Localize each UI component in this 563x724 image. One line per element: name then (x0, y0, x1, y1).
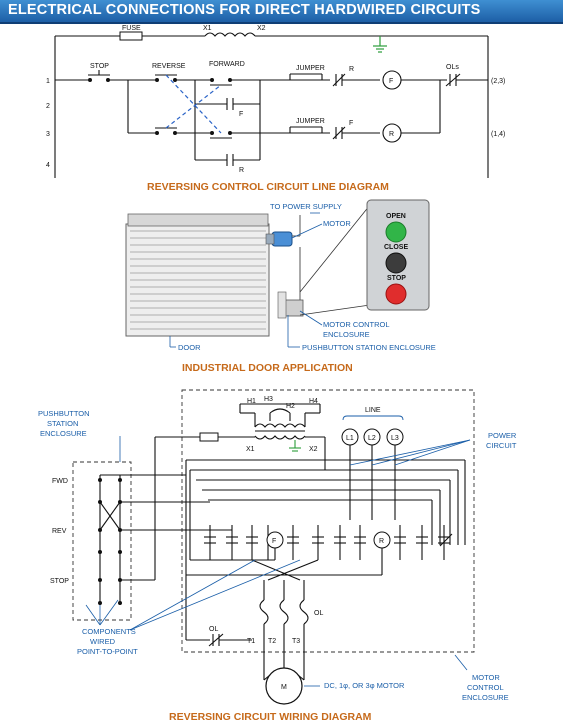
pushbutton-enclosure-label: PUSHBUTTON STATION ENCLOSURE (302, 343, 436, 352)
door-application: TO POWER SUPPLY MOTOR MOTOR CONTROL ENCL… (125, 199, 436, 374)
stop-label: STOP (90, 63, 109, 70)
l1-terminal-label: L1 (346, 435, 354, 442)
r-coil-wiring-label: R (379, 538, 384, 545)
t3-label: T3 (292, 638, 300, 645)
pushbutton-station-enclosure (72, 461, 132, 621)
jumper-label-2: JUMPER (296, 118, 325, 125)
l2-terminal-label: L2 (368, 435, 376, 442)
x2-wiring-label: X2 (309, 446, 318, 453)
ol-label: OL (209, 626, 218, 633)
door-application-caption: INDUSTRIAL DOOR APPLICATION (182, 362, 353, 374)
pb-enclosure-label-3: ENCLOSURE (40, 429, 87, 438)
r-aux-label: R (239, 167, 244, 174)
x1-label: X1 (203, 25, 212, 32)
h1-label: H1 (247, 398, 256, 405)
motor-label: MOTOR (323, 219, 351, 228)
r-coil-label: R (389, 131, 394, 138)
h3-label: H3 (264, 396, 273, 403)
ref-label-2: (1,4) (491, 131, 505, 138)
f-coil-wiring-label: F (272, 538, 276, 545)
to-power-supply-label: TO POWER SUPPLY (270, 202, 342, 211)
line-diagram: FUSE X1 X2 STOP REVERSE FORWARD JUMPER J… (46, 25, 505, 193)
mce-wiring-label-3: ENCLOSURE (462, 693, 509, 702)
pb-enclosure-label-1: PUSHBUTTON (38, 409, 90, 418)
door-label: DOOR (178, 343, 201, 352)
t1-label: T1 (247, 638, 255, 645)
line-number-4: 4 (46, 162, 50, 169)
motor-note-label: DC, 1φ, OR 3φ MOTOR (324, 681, 405, 690)
page-title: ELECTRICAL CONNECTIONS FOR DIRECT HARDWI… (8, 2, 481, 18)
mce-label-2: ENCLOSURE (323, 330, 370, 339)
stop-wiring-label: STOP (50, 578, 69, 585)
wiring-diagram: PUSHBUTTON STATION ENCLOSURE FWD REV STO… (38, 389, 517, 723)
line-number-1: 1 (46, 78, 50, 85)
line-number-3: 3 (46, 131, 50, 138)
rev-label: REV (52, 528, 67, 535)
components-label-2: WIRED (90, 637, 116, 646)
pb-enclosure-label-2: STATION (47, 419, 78, 428)
r-contact-label: R (349, 66, 354, 73)
mce-label-1: MOTOR CONTROL (323, 320, 390, 329)
components-label-3: POINT-TO-POINT (77, 647, 138, 656)
h2-label: H2 (286, 403, 295, 410)
forward-label: FORWARD (209, 61, 245, 68)
line-diagram-caption: REVERSING CONTROL CIRCUIT LINE DIAGRAM (147, 181, 389, 193)
ol-heater-label: OL (314, 610, 323, 617)
mce-wiring-label-1: MOTOR (472, 673, 500, 682)
title-banner: ELECTRICAL CONNECTIONS FOR DIRECT HARDWI… (0, 0, 563, 24)
line-label: LINE (365, 407, 381, 414)
ols-label: OLs (446, 64, 459, 71)
x1-wiring-label: X1 (246, 446, 255, 453)
f-contact-label: F (349, 120, 353, 127)
components-label-1: COMPONENTS (82, 627, 136, 636)
mce-wiring-label-2: CONTROL (467, 683, 504, 692)
h4-label: H4 (309, 398, 318, 405)
t2-label: T2 (268, 638, 276, 645)
stop-button-label: STOP (387, 275, 406, 282)
wiring-diagram-caption: REVERSING CIRCUIT WIRING DIAGRAM (169, 711, 372, 723)
l3-terminal-label: L3 (391, 435, 399, 442)
x2-label: X2 (257, 25, 266, 32)
f-aux-label: F (239, 111, 243, 118)
f-coil-label: F (389, 78, 393, 85)
line-number-2: 2 (46, 103, 50, 110)
jumper-label-1: JUMPER (296, 65, 325, 72)
fuse-label: FUSE (122, 25, 141, 32)
power-circuit-label-1: POWER (488, 431, 517, 440)
power-circuit-label-2: CIRCUIT (486, 441, 517, 450)
motor-control-enclosure (181, 389, 475, 653)
fwd-label: FWD (52, 478, 68, 485)
motor-m-label: M (281, 684, 287, 691)
reverse-label: REVERSE (152, 63, 186, 70)
open-label: OPEN (386, 213, 406, 220)
close-label: CLOSE (384, 244, 408, 251)
ref-label-1: (2,3) (491, 78, 505, 85)
